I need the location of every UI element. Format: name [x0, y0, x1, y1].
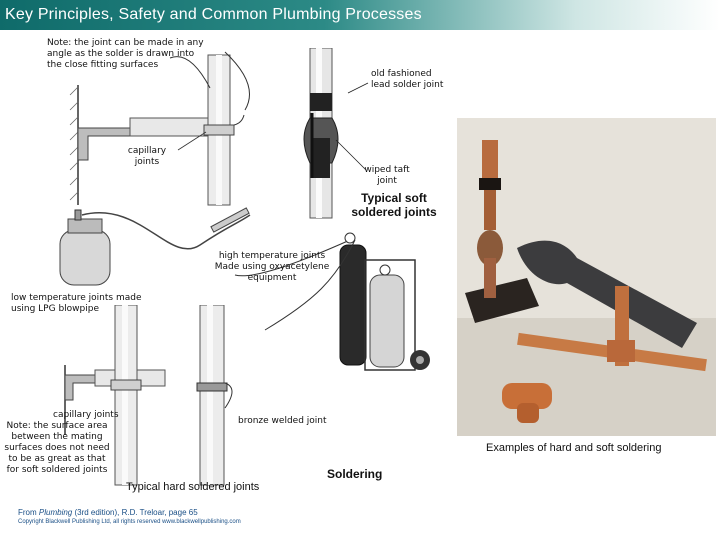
- source-book: Plumbing: [38, 508, 73, 517]
- oxyacetylene-diagram: [234, 232, 430, 371]
- capillary-joints-2-label: capillary joints: [53, 410, 119, 420]
- angle-note: Note: the joint can be made in any angle…: [47, 38, 204, 70]
- source-prefix: From: [18, 508, 39, 517]
- page-title: Key Principles, Safety and Common Plumbi…: [5, 6, 422, 23]
- old-fashioned-label: old fashioned lead solder joint: [371, 69, 444, 90]
- lpg-blowpipe-diagram: [59, 207, 251, 286]
- source-citation: From Plumbing (3rd edition), R.D. Treloa…: [18, 508, 198, 517]
- low-temp-label: low temperature joints made using LPG bl…: [11, 293, 142, 314]
- soldering-examples-photo: [457, 118, 716, 436]
- high-temp-label: high temperature joints Made using oxyac…: [214, 251, 330, 283]
- capillary-joints-label: capillary joints: [127, 146, 167, 167]
- header-bar: Key Principles, Safety and Common Plumbi…: [0, 0, 720, 30]
- photo-drawing: [457, 118, 716, 436]
- bronze-label: bronze welded joint: [238, 416, 327, 426]
- copyright-line: Copyright Blackwell Publishing Ltd, all …: [18, 519, 241, 525]
- typical-hard-label: Typical hard soldered joints: [126, 481, 260, 493]
- source-rest: (3rd edition), R.D. Treloar, page 65: [72, 508, 198, 517]
- capillary-joint-diagram: [69, 51, 250, 206]
- wiped-taft-label: wiped taft joint: [364, 165, 410, 186]
- hard-joint-diagram: [64, 305, 233, 486]
- typical-soft-label: Typical soft soldered joints: [351, 191, 437, 219]
- surface-note: Note: the surface area between the matin…: [4, 421, 110, 475]
- wiped-joint-diagram: [303, 48, 339, 219]
- soldering-label: Soldering: [327, 467, 383, 481]
- examples-label: Examples of hard and soft soldering: [486, 442, 662, 454]
